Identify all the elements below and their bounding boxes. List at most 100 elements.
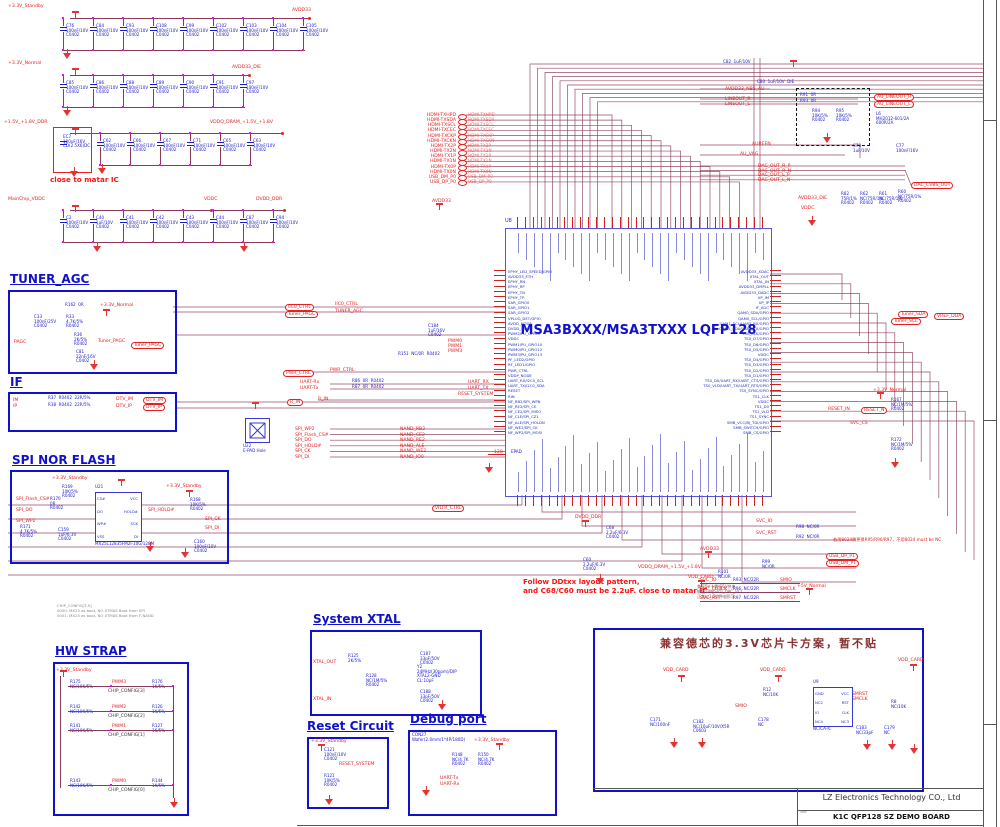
cap-stub — [153, 18, 154, 26]
component-label: R141 NC/10K/5% — [70, 723, 93, 732]
component-label: C66 100nF/10V C0402 — [133, 138, 156, 153]
pin-stub — [770, 322, 781, 323]
hdmi-net-label: HDMI-TX1P — [468, 153, 491, 159]
pin-label: TS1_VLD — [752, 409, 769, 415]
ground-icon — [90, 360, 99, 371]
ground-icon — [910, 744, 919, 755]
pin-stub — [627, 495, 629, 506]
net-label: +3.3V_Standby — [474, 738, 510, 743]
component-label: C187 33pF/50V C0402 — [420, 651, 440, 666]
pin-label: UP_IP — [758, 300, 769, 305]
cap-stub — [213, 89, 214, 107]
junction-dot — [212, 209, 214, 211]
hdmi-net-label: USB_DM_P0 — [468, 173, 493, 179]
junction-dot — [159, 132, 161, 134]
net-label: 0000: MX25 as boot, NO XTMAS Boot from S… — [57, 608, 145, 613]
pin-label: PWM3/PU_GPIO13 — [508, 352, 543, 357]
component-label: C43 100nF/10V C0402 — [186, 215, 209, 230]
hdmi-port-label: HDMI-TXSDA — [426, 118, 456, 124]
cap-stub — [63, 18, 64, 26]
cap-stub — [213, 75, 214, 83]
junction-dot — [302, 49, 304, 51]
component-label: R167 NC/1M/5% R0402 — [891, 397, 913, 412]
net-label: LINEOUT_R — [725, 97, 751, 102]
pin-stub — [651, 495, 653, 506]
sheet-border-outer — [983, 0, 984, 827]
net-label: UART_TX — [468, 386, 489, 391]
pin-stub — [494, 394, 505, 396]
cap-stub — [63, 224, 64, 242]
component-label: R12 NC/10K — [763, 687, 779, 697]
capacitor-icon — [90, 27, 97, 31]
pin-stub — [770, 327, 781, 328]
cap-stub — [183, 75, 184, 83]
pin-label: VPLUG_DET/GPIO — [508, 315, 541, 321]
junction-dot — [92, 209, 94, 211]
net-label: PWM3 — [112, 680, 127, 685]
junction-dot — [110, 710, 112, 712]
ic-pin-label: HOLD# — [123, 508, 138, 514]
pin-label: PWM0/PU_GPIO12 — [508, 346, 543, 352]
pin-stub — [738, 217, 739, 228]
rail-label: AVDD33 — [292, 8, 311, 13]
component-label: R162 0R — [65, 302, 84, 307]
net-label: AUREFN — [752, 142, 771, 147]
rail-label: DVDD_DDR — [256, 197, 283, 202]
component-label: C78 1uF/10V — [853, 143, 870, 153]
capacitor-icon — [90, 84, 97, 88]
ground-icon — [70, 167, 79, 178]
pin-stub — [770, 342, 781, 344]
pin-stub — [588, 217, 589, 228]
junction-dot — [152, 17, 154, 19]
pin-label-vertical — [644, 233, 646, 260]
pin-stub — [494, 426, 505, 427]
pin-stub — [770, 358, 781, 360]
pin-stub — [770, 420, 781, 422]
component-label: R170 0R R0402 — [50, 496, 64, 511]
hdmi-net-label: HDMI-TXCKN — [468, 137, 495, 143]
pin-stub — [682, 495, 684, 506]
cap-stub — [100, 147, 101, 165]
hdmi-port-label: HDMI-TX2N — [430, 149, 456, 155]
net-label: VDDQ_DRAM_+1.5V_+1.8V — [638, 565, 701, 570]
rail-wire — [63, 50, 305, 51]
junction-dot — [189, 132, 191, 134]
cap-stub — [153, 32, 154, 50]
net-label: IM — [13, 398, 19, 403]
component-label: C86 100nF/10V C0402 — [96, 80, 119, 95]
strap-wire — [68, 730, 173, 731]
component-label: R128 NC/1M/5% R0402 — [366, 673, 388, 688]
pin-stub — [494, 358, 505, 360]
component-label: C60 2.2uF/6.3V C0402 — [583, 557, 606, 572]
pin-label-vertical — [597, 233, 598, 253]
port-label: VILTR_CTRL — [432, 505, 465, 513]
rail-label: +3.3V_Standby — [56, 668, 92, 673]
junction-dot — [219, 132, 221, 134]
pin-label: RIN — [508, 393, 515, 399]
pin-stub — [494, 368, 505, 370]
component-label: L6 MH2012-601/2A 600R/2A — [876, 111, 910, 126]
pin-stub — [746, 495, 747, 506]
pin-stub — [596, 495, 597, 506]
capacitor-icon — [210, 27, 217, 31]
pin-stub — [524, 495, 526, 506]
pin-label-vertical — [676, 233, 677, 253]
component-label: C178 NC — [758, 717, 769, 727]
pin-stub — [494, 389, 505, 391]
junction-dot — [272, 209, 274, 211]
pin-label: NF_CLE/SPI_CZ1 — [508, 414, 539, 420]
hdmi-net-label: HDMI-TXCEC — [468, 127, 494, 133]
net-label: SPI_DI — [295, 455, 310, 460]
component-label: C44 100nF/10V C0402 — [216, 215, 239, 230]
cap-stub — [243, 75, 244, 83]
ground-icon — [181, 548, 190, 559]
port-label: Tuner_PAGC — [131, 342, 165, 350]
junction-dot — [242, 106, 244, 108]
capacitor-icon — [210, 219, 217, 223]
net-label: IIC0_CTRL — [335, 302, 358, 307]
ic-pin-label: RST — [841, 700, 849, 706]
junction-dot — [92, 74, 94, 76]
component-label: CON27 Wafer(2.0mm/1*4P/180D) — [412, 732, 466, 742]
cap-stub — [190, 133, 191, 141]
pin-label-vertical — [755, 233, 756, 253]
